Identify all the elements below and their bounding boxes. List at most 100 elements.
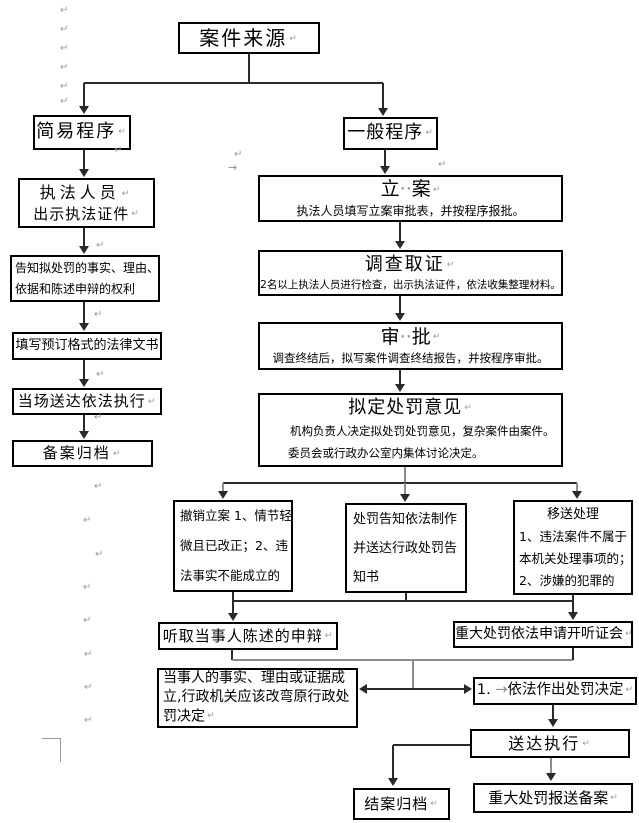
arrow-head: [395, 241, 405, 249]
node-hear-statement-defense[interactable]: 听取当事人陈述的申辩↵: [158, 622, 338, 650]
node-text: 并送达行政处罚告: [353, 540, 458, 556]
node-law-enforcers-show-credentials[interactable]: 执法人员↵出示执法证件↵: [18, 178, 155, 228]
connector-line: [405, 593, 407, 601]
node-text: 撤销立案 1、情节轻: [180, 508, 292, 523]
paragraph-mark-icon: ↵: [60, 81, 69, 92]
node-text: 2名以上执法人员进行检查，出示执法证件，依法收集整理材料。: [260, 279, 561, 291]
node-text: 一般程序↵: [347, 122, 434, 144]
connector-line: [248, 54, 250, 83]
connector-line: [83, 150, 85, 170]
paragraph-mark-icon: ↵: [84, 715, 93, 726]
node-text: 备案归档↵: [42, 444, 123, 463]
connector-line: [83, 415, 85, 432]
arrow-head: [572, 491, 582, 499]
arrow-head: [546, 773, 556, 781]
arrow-head: [395, 384, 405, 392]
paragraph-mark-icon: ↵: [60, 62, 69, 73]
paragraph-mark-icon: ↵: [95, 549, 104, 560]
node-major-penalty-hearing[interactable]: 重大处罚依法申请开听证会↵: [453, 621, 633, 648]
paragraph-mark-icon: ↵: [83, 582, 92, 593]
node-text: 调查取证↵: [364, 254, 457, 275]
node-text: 告知拟处罚的事实、理由、: [15, 260, 160, 275]
node-text: 移送处理: [546, 506, 599, 522]
arrow-head: [395, 313, 405, 321]
node-fill-legal-documents[interactable]: 填写预订格式的法律文书: [12, 332, 162, 360]
connector-line: [412, 660, 414, 689]
node-text: 1. →依法作出处罚决定↵: [476, 682, 634, 699]
node-text: 案件来源↵: [199, 25, 299, 50]
paragraph-mark-icon: ↵: [94, 309, 103, 320]
node-inform-penalty-facts-rights[interactable]: 告知拟处罚的事实、理由、依据和陈述申辩的权利: [10, 255, 160, 302]
tab-mark-icon: →: [228, 161, 238, 174]
node-case-source[interactable]: 案件来源↵: [178, 22, 320, 54]
node-penalty-notification[interactable]: 处罚告知依法制作并送达行政处罚告知书: [345, 503, 467, 593]
node-text: 机构负责人决定拟处罚处罚意见，复杂案件由案件。: [290, 424, 555, 438]
node-file-case[interactable]: 立··案↵执法人员填写立案审批表，并按程序报批。: [258, 175, 563, 222]
connector-line: [550, 758, 552, 774]
connector-line: [404, 467, 406, 483]
node-text: 当事人的事实、理由或证据成: [163, 670, 345, 687]
paragraph-return-icon: ↵: [625, 628, 633, 639]
node-general-procedure[interactable]: 一般程序↵: [343, 117, 438, 150]
node-text: 重大处罚依法申请开听证会↵: [455, 626, 633, 643]
arrow-head: [568, 612, 578, 620]
node-simple-procedure[interactable]: 简易程序↵: [33, 115, 131, 150]
paragraph-return-icon: ↵: [289, 33, 299, 44]
paragraph-mark-icon: ↵: [60, 5, 69, 16]
arrow-head: [228, 613, 238, 621]
paragraph-mark-icon: ↵: [96, 240, 105, 251]
node-onsite-delivery-execution[interactable]: 当场送达依法执行↵: [12, 388, 162, 415]
node-deliver-execute[interactable]: 送达执行↵: [470, 729, 630, 758]
paragraph-mark-icon: ↵: [94, 481, 103, 492]
connector-line: [83, 360, 85, 380]
arrow-head: [388, 778, 398, 786]
connector-line: [223, 482, 577, 484]
node-text: 听取当事人陈述的申辩↵: [162, 626, 334, 645]
connector-line: [392, 745, 394, 779]
paragraph-return-icon: ↵: [121, 188, 134, 199]
node-investigation-evidence[interactable]: 调查取证↵ 2名以上执法人员进行检查，出示执法证件，依法收集整理材料。: [258, 250, 563, 296]
paragraph-mark-icon: ↵: [438, 159, 447, 170]
paragraph-return-icon: ↵: [430, 799, 439, 810]
connector-line: [572, 595, 574, 613]
connector-line: [232, 592, 234, 614]
paragraph-return-icon: ↵: [625, 685, 634, 696]
connector-line: [572, 648, 574, 660]
node-party-facts-established[interactable]: 当事人的事实、理由或证据成立,行政机关应该改弯原行政处罚决定↵: [157, 668, 358, 728]
node-text: 立,行政机关应该改弯原行政处: [163, 689, 350, 706]
node-draft-penalty-opinion[interactable]: 拟定处罚意见↵机构负责人决定拟处罚处罚意见，复杂案件由案件。委员会或行政办公室内…: [258, 393, 563, 467]
node-revoke-case-conditions[interactable]: 撤销立案 1、情节轻微且已改正；2、违法事实不能成立的: [173, 500, 293, 592]
node-make-penalty-decision[interactable]: 1. →依法作出处罚决定↵: [473, 677, 637, 705]
paragraph-return-icon: ↵: [464, 403, 473, 413]
arrow-head: [548, 719, 558, 727]
node-major-penalty-report[interactable]: 重大处罚报送备案↵: [473, 783, 633, 813]
text-boundary-mark: [42, 738, 61, 762]
arrow-head: [79, 431, 89, 439]
node-close-case-archive[interactable]: 结案归档↵: [353, 788, 450, 820]
node-approval[interactable]: 审··批↵调查终结后，拟写案件调查终结报告，并按程序审批。: [258, 322, 563, 370]
connector-line: [399, 222, 401, 242]
connector-line: [222, 483, 224, 492]
connector-line: [83, 228, 85, 247]
paragraph-mark-icon: ↵: [234, 149, 243, 160]
node-record-archive[interactable]: 备案归档↵: [12, 440, 153, 467]
paragraph-mark-icon: ↵: [84, 649, 93, 660]
arrow-head: [378, 108, 388, 116]
paragraph-mark-icon: ↵: [83, 515, 92, 526]
connector-line: [83, 83, 85, 107]
paragraph-mark-icon: ↵: [60, 24, 69, 35]
arrow-head: [359, 684, 367, 694]
arrow-head: [79, 379, 89, 387]
paragraph-return-icon: ↵: [131, 209, 140, 220]
node-text: 2、涉嫌的犯罪的: [519, 572, 615, 588]
paragraph-mark-icon: ↵: [83, 615, 92, 626]
node-text: 知书: [353, 569, 380, 585]
connector-line: [552, 705, 554, 720]
paragraph-mark-icon: ↵: [114, 145, 123, 156]
node-text: 处罚告知依法制作: [353, 511, 458, 527]
paragraph-return-icon: ↵: [112, 448, 123, 459]
connector-line: [399, 296, 401, 314]
node-text: 立··案↵: [380, 178, 441, 201]
